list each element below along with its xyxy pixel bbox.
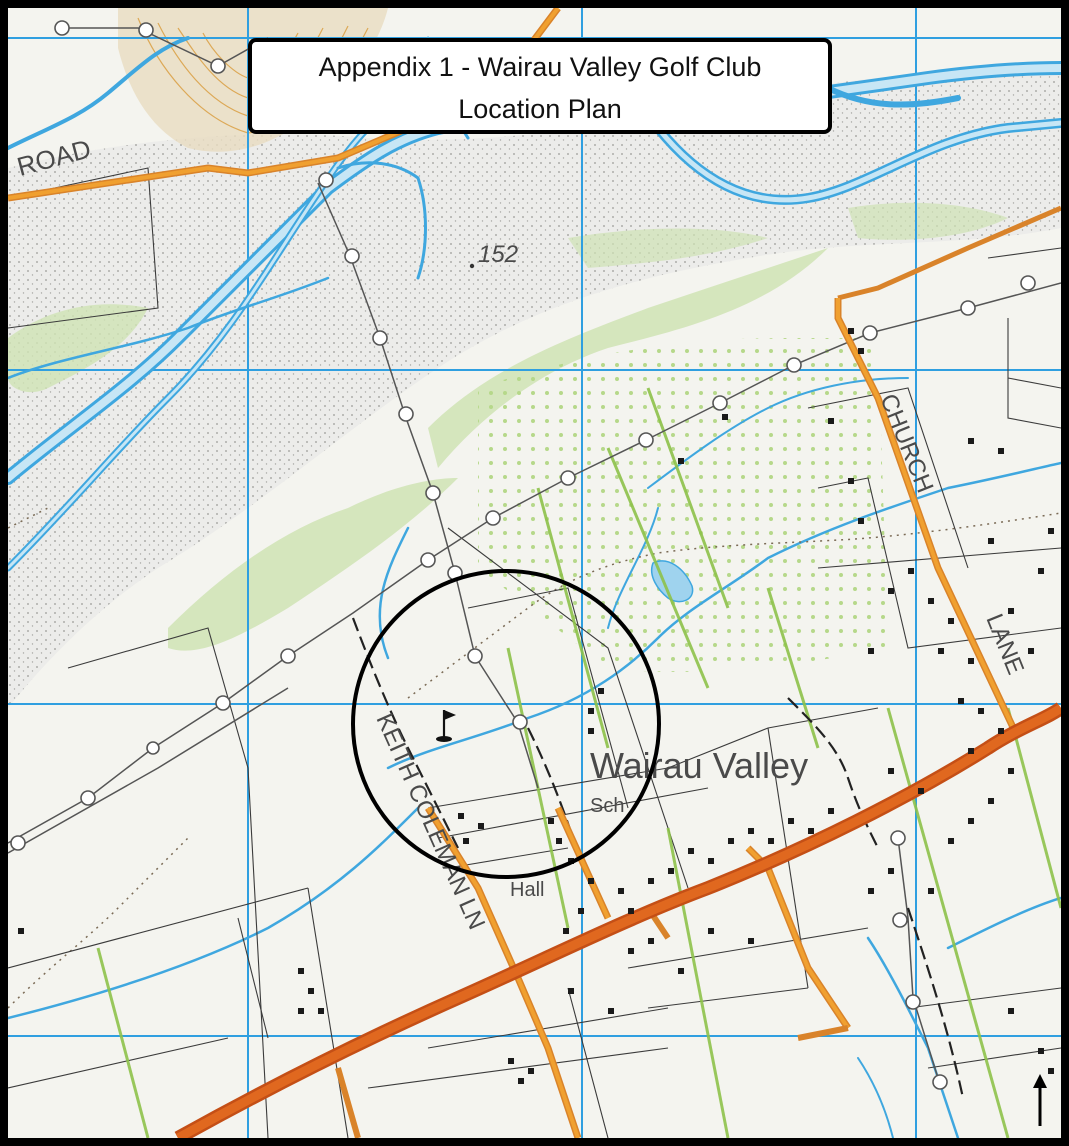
vegetation-patch (568, 228, 768, 268)
topographic-map[interactable]: ROAD CHURCH LANE KEITH COLEMAN LN Wairau… (8, 8, 1061, 1138)
north-arrow-icon (1033, 1074, 1047, 1126)
power-pylons (10, 20, 1036, 1090)
buildings (18, 328, 1054, 1084)
spot-height-label: 152 (478, 241, 518, 268)
school-label: Sch (590, 795, 624, 817)
title-line-1: Appendix 1 - Wairau Valley Golf Club (318, 52, 762, 82)
place-name-label: Wairau Valley (590, 745, 808, 786)
vegetation-patch (428, 248, 828, 468)
vegetation-patch (168, 478, 458, 651)
escarpment-lines (8, 507, 1061, 1009)
property-boundaries (8, 167, 1061, 1138)
golf-flag-icon (436, 710, 456, 742)
title-line-2: Location Plan (458, 94, 622, 124)
gravel-area (8, 68, 1061, 708)
vegetation-patch (848, 202, 1008, 240)
title-box: Appendix 1 - Wairau Valley Golf Club Loc… (248, 38, 832, 134)
pond (651, 560, 694, 603)
map-canvas: ROAD CHURCH LANE KEITH COLEMAN LN Wairau… (8, 8, 1061, 1138)
hall-label: Hall (510, 879, 544, 901)
spot-height-marker (469, 263, 475, 269)
location-circle (351, 569, 661, 879)
